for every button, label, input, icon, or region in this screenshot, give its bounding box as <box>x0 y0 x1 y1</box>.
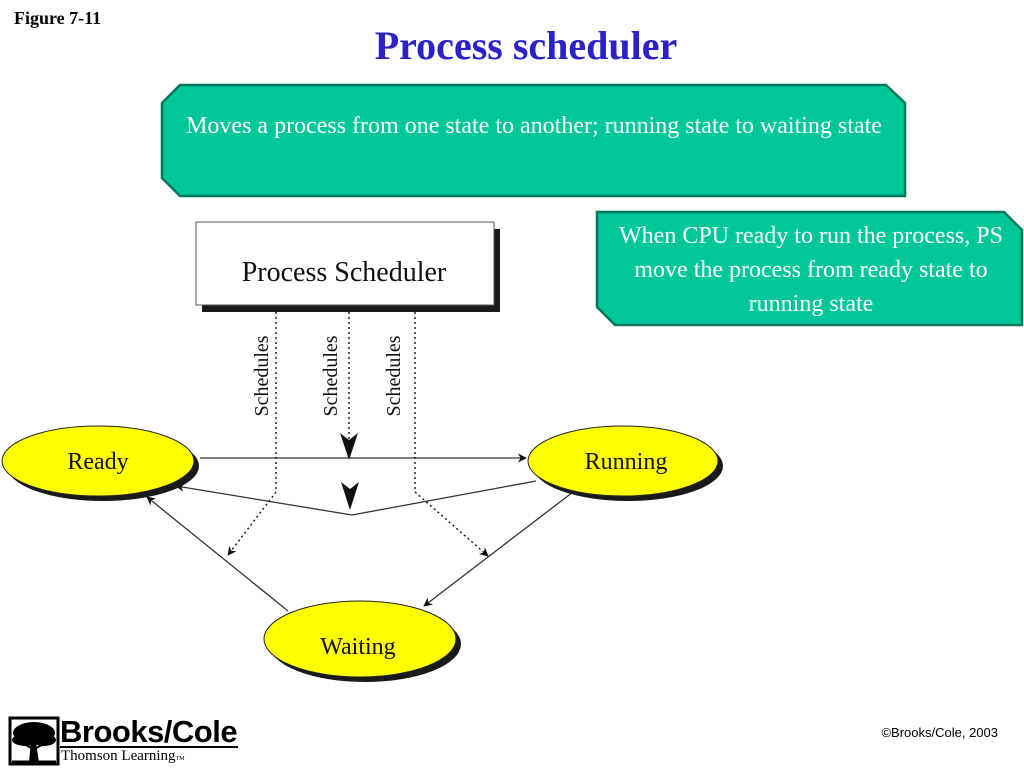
running-to-waiting-arrow <box>423 491 574 607</box>
logo-sub-text: Thomson Learning <box>61 748 176 764</box>
running-to-ready-arrow <box>175 480 537 516</box>
schedule-line-right <box>414 312 489 557</box>
waiting-to-ready-arrow <box>146 496 289 612</box>
callout-top-text: Moves a process from one state to anothe… <box>186 113 882 139</box>
schedules-label-3: Schedules <box>383 335 405 416</box>
callout-right-shape <box>595 210 1024 327</box>
ready-state-label: Ready <box>67 449 128 475</box>
callout-right-text: When CPU ready to run the process, PS mo… <box>619 223 1003 317</box>
callout-top-shape <box>160 83 907 198</box>
ready-state <box>1 425 195 497</box>
tree-icon <box>8 716 60 766</box>
logo-sub: Thomson LearningTM <box>61 748 185 765</box>
copyright: ©Brooks/Cole, 2003 <box>881 725 998 740</box>
center-arrowhead-upper <box>340 433 358 460</box>
schedules-label-1: Schedules <box>251 335 273 416</box>
running-state-label: Running <box>585 449 668 475</box>
logo-brand: Brooks/Cole <box>60 714 238 749</box>
scheduler-box-label: Process Scheduler <box>242 257 447 288</box>
figure-label: Figure 7-11 <box>14 8 102 28</box>
waiting-state <box>263 600 457 678</box>
logo-tm: TM <box>175 756 185 762</box>
center-arrowhead-lower <box>341 482 359 510</box>
waiting-state-label: Waiting <box>320 634 395 660</box>
scheduler-box <box>195 221 495 306</box>
running-state <box>527 425 719 497</box>
schedules-label-2: Schedules <box>320 335 342 416</box>
slide-title: Process scheduler <box>374 23 678 68</box>
schedule-line-left <box>227 312 277 556</box>
